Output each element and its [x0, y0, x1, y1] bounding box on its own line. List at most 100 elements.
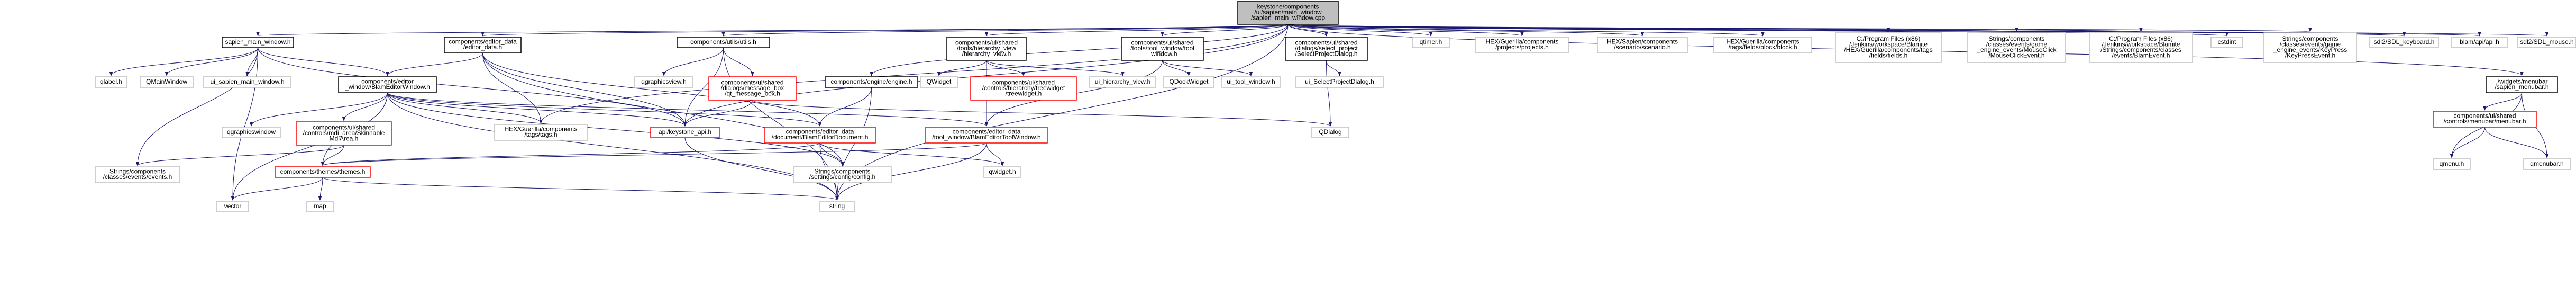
node-qlabel[interactable]: qlabel.h — [95, 76, 127, 88]
node-label-line: components/ui/shared — [1295, 39, 1357, 46]
node-box — [920, 76, 958, 88]
node-map[interactable]: map — [306, 201, 334, 212]
node-themes[interactable]: components/themes/themes.h — [275, 166, 371, 178]
node-label-line: qmenubar.h — [2530, 160, 2563, 167]
node-qdialog[interactable]: QDialog — [1311, 127, 1349, 138]
node-box — [1311, 127, 1349, 138]
node-label-line: /Jenkins/workspace/Blamite — [2102, 41, 2180, 48]
node-qmenubar[interactable]: qmenubar.h — [2523, 158, 2571, 170]
node-box — [650, 127, 720, 138]
node-fields[interactable]: C:/Program Files (x86)/Jenkins/workspace… — [1835, 32, 1942, 63]
node-sdlkb[interactable]: sdl2/SDL_keyboard.h — [2369, 37, 2439, 48]
node-qgraphicswin[interactable]: qgraphicswindow — [222, 127, 281, 138]
node-box — [1835, 32, 1942, 63]
node-label-line: ./widgets/menubar — [2496, 78, 2547, 85]
node-label-line: /hierarchy_view.h — [962, 50, 1011, 57]
edge-root-to-projects — [1287, 24, 1524, 37]
edge-mdi-to-events — [135, 145, 344, 166]
node-bedoc[interactable]: components/editor_data/document/BlamEdit… — [764, 127, 876, 144]
edge-betool-to-qwidgeth — [986, 142, 1004, 166]
node-bew[interactable]: components/editor_window/BlamEditorWindo… — [338, 76, 437, 93]
node-tw[interactable]: components/ui/shared/tools/tool_window/t… — [1121, 37, 1204, 61]
node-label-line: Strings/components — [1988, 35, 2044, 42]
node-box — [764, 127, 876, 144]
node-box — [1089, 76, 1156, 88]
node-uisel[interactable]: ui_SelectProjectDialog.h — [1295, 76, 1384, 88]
node-blamapi[interactable]: blam/api/api.h — [2451, 37, 2508, 48]
node-rmenubar[interactable]: components/ui/shared/controls/menubar/me… — [2433, 111, 2537, 128]
edge-root-to-ced — [481, 24, 1289, 37]
node-blam[interactable]: C:/Program Files (x86)/Jenkins/workspace… — [2089, 32, 2193, 63]
node-label-line: /controls/menubar/menubar.h — [2443, 118, 2526, 125]
node-cstdint[interactable]: cstdint — [2210, 37, 2243, 48]
node-uitool[interactable]: ui_tool_window.h — [1221, 76, 1281, 88]
node-ced[interactable]: components/editor_data/editor_data.h — [444, 37, 522, 53]
node-box — [634, 76, 693, 88]
node-box — [970, 76, 1077, 101]
edge-betool-to-themes — [321, 142, 987, 166]
node-msgbox[interactable]: components/ui/shared/dialogs/message_box… — [708, 76, 797, 101]
node-scenario[interactable]: HEX/Sapien/components/scenario/scenario.… — [1597, 37, 1688, 53]
node-label-line: components/ui/shared — [955, 39, 1018, 46]
node-uisapien[interactable]: ui_sapien_main_window.h — [203, 76, 291, 88]
node-kapi[interactable]: api/keystone_api.h — [650, 127, 720, 138]
edge-smw-to-qmainwindow — [165, 47, 258, 76]
node-label-line: components/themes/themes.h — [280, 168, 366, 175]
node-qgraphicsview[interactable]: qgraphicsview.h — [634, 76, 693, 88]
node-events[interactable]: Strings/components/classes/events/events… — [95, 166, 180, 183]
node-label-line: components/editor — [361, 78, 414, 85]
node-qmainwindow[interactable]: QMainWindow — [140, 76, 194, 88]
node-box — [216, 201, 249, 212]
node-bitmaps[interactable]: HEX/Guerilla/components/tags/fields/bloc… — [1713, 37, 1812, 53]
node-label-line: /fields/fields.h — [1869, 52, 1908, 59]
node-label-line: components/editor_data — [449, 38, 517, 46]
edge-engine-to-bedoc — [818, 87, 872, 127]
node-treewidget[interactable]: components/ui/shared/controls/hierarchy/… — [970, 76, 1077, 101]
node-qwidget[interactable]: QWidget — [920, 76, 958, 88]
node-label-line: cstdint — [2218, 38, 2236, 46]
node-label-line: qtimer.h — [1420, 38, 1442, 46]
node-hv[interactable]: components/ui/shared/tools/hierarchy_vie… — [946, 37, 1027, 61]
node-box — [2517, 37, 2576, 48]
node-projects[interactable]: HEX/Guerilla/components/projects/project… — [1475, 37, 1569, 53]
edge-root-to-qtimer — [1287, 24, 1433, 37]
edge-engine-to-string — [835, 87, 872, 201]
node-label-line: _engine_events/KeyPress — [2273, 46, 2347, 53]
node-mouse[interactable]: Strings/components/classes/events/game_e… — [1967, 32, 2066, 63]
node-engine[interactable]: components/engine/engine.h — [825, 76, 918, 88]
node-uihv[interactable]: ui_hierarchy_view.h — [1089, 76, 1156, 88]
node-mdi[interactable]: components/ui/shared/controls/mdi_area/S… — [296, 121, 392, 146]
node-qwidgeth[interactable]: qwidget.h — [983, 166, 1021, 178]
edge-ced-to-bedoc — [482, 52, 822, 127]
node-label-line: sapien_main_window.h — [225, 38, 290, 46]
node-label-line: Strings/components — [2282, 35, 2338, 42]
node-smw[interactable]: sapien_main_window.h — [222, 37, 294, 48]
node-box — [2486, 76, 2558, 93]
node-qmenu[interactable]: qmenu.h — [2433, 158, 2471, 170]
node-label-line: C:/Program Files (x86) — [1857, 35, 1921, 42]
node-label-line: HEX/Sapien/components — [1607, 38, 1678, 46]
node-uu[interactable]: components/utils/utils.h — [677, 37, 770, 48]
node-box — [1713, 37, 1812, 53]
node-menubar[interactable]: ./widgets/menubar/sapien_menubar.h — [2486, 76, 2558, 93]
edge-bew-to-qgraphicswin — [249, 92, 388, 127]
edge-ced-to-config — [482, 52, 844, 166]
node-string[interactable]: string — [819, 201, 855, 212]
node-vector[interactable]: vector — [216, 201, 249, 212]
node-fags[interactable]: HEX/Guerilla/components/tags/tags.h — [494, 124, 588, 141]
node-config[interactable]: Strings/components/settings/config/confi… — [793, 166, 892, 183]
node-box — [1285, 37, 1368, 61]
node-keypress[interactable]: Strings/components/classes/events/game_e… — [2263, 32, 2357, 63]
node-box — [2433, 111, 2537, 128]
node-qtimer[interactable]: qtimer.h — [1412, 37, 1450, 48]
node-sp[interactable]: components/ui/shared/dialogs/select_proj… — [1285, 37, 1368, 61]
node-sdlmouse[interactable]: sdl2/SDL_mouse.h — [2517, 37, 2576, 48]
node-label-line: /scenario/scenario.h — [1614, 43, 1670, 51]
node-label-line: /projects/projects.h — [1495, 43, 1549, 51]
node-label-line: /dialogs/message_box — [721, 84, 784, 92]
node-label-line: qwidget.h — [989, 168, 1016, 175]
node-label-line: /sapien_main_window.cpp — [1251, 14, 1325, 21]
node-qdock[interactable]: QDockWidget — [1163, 76, 1214, 88]
node-betool[interactable]: components/editor_data/tool_window/BlamE… — [925, 127, 1048, 144]
